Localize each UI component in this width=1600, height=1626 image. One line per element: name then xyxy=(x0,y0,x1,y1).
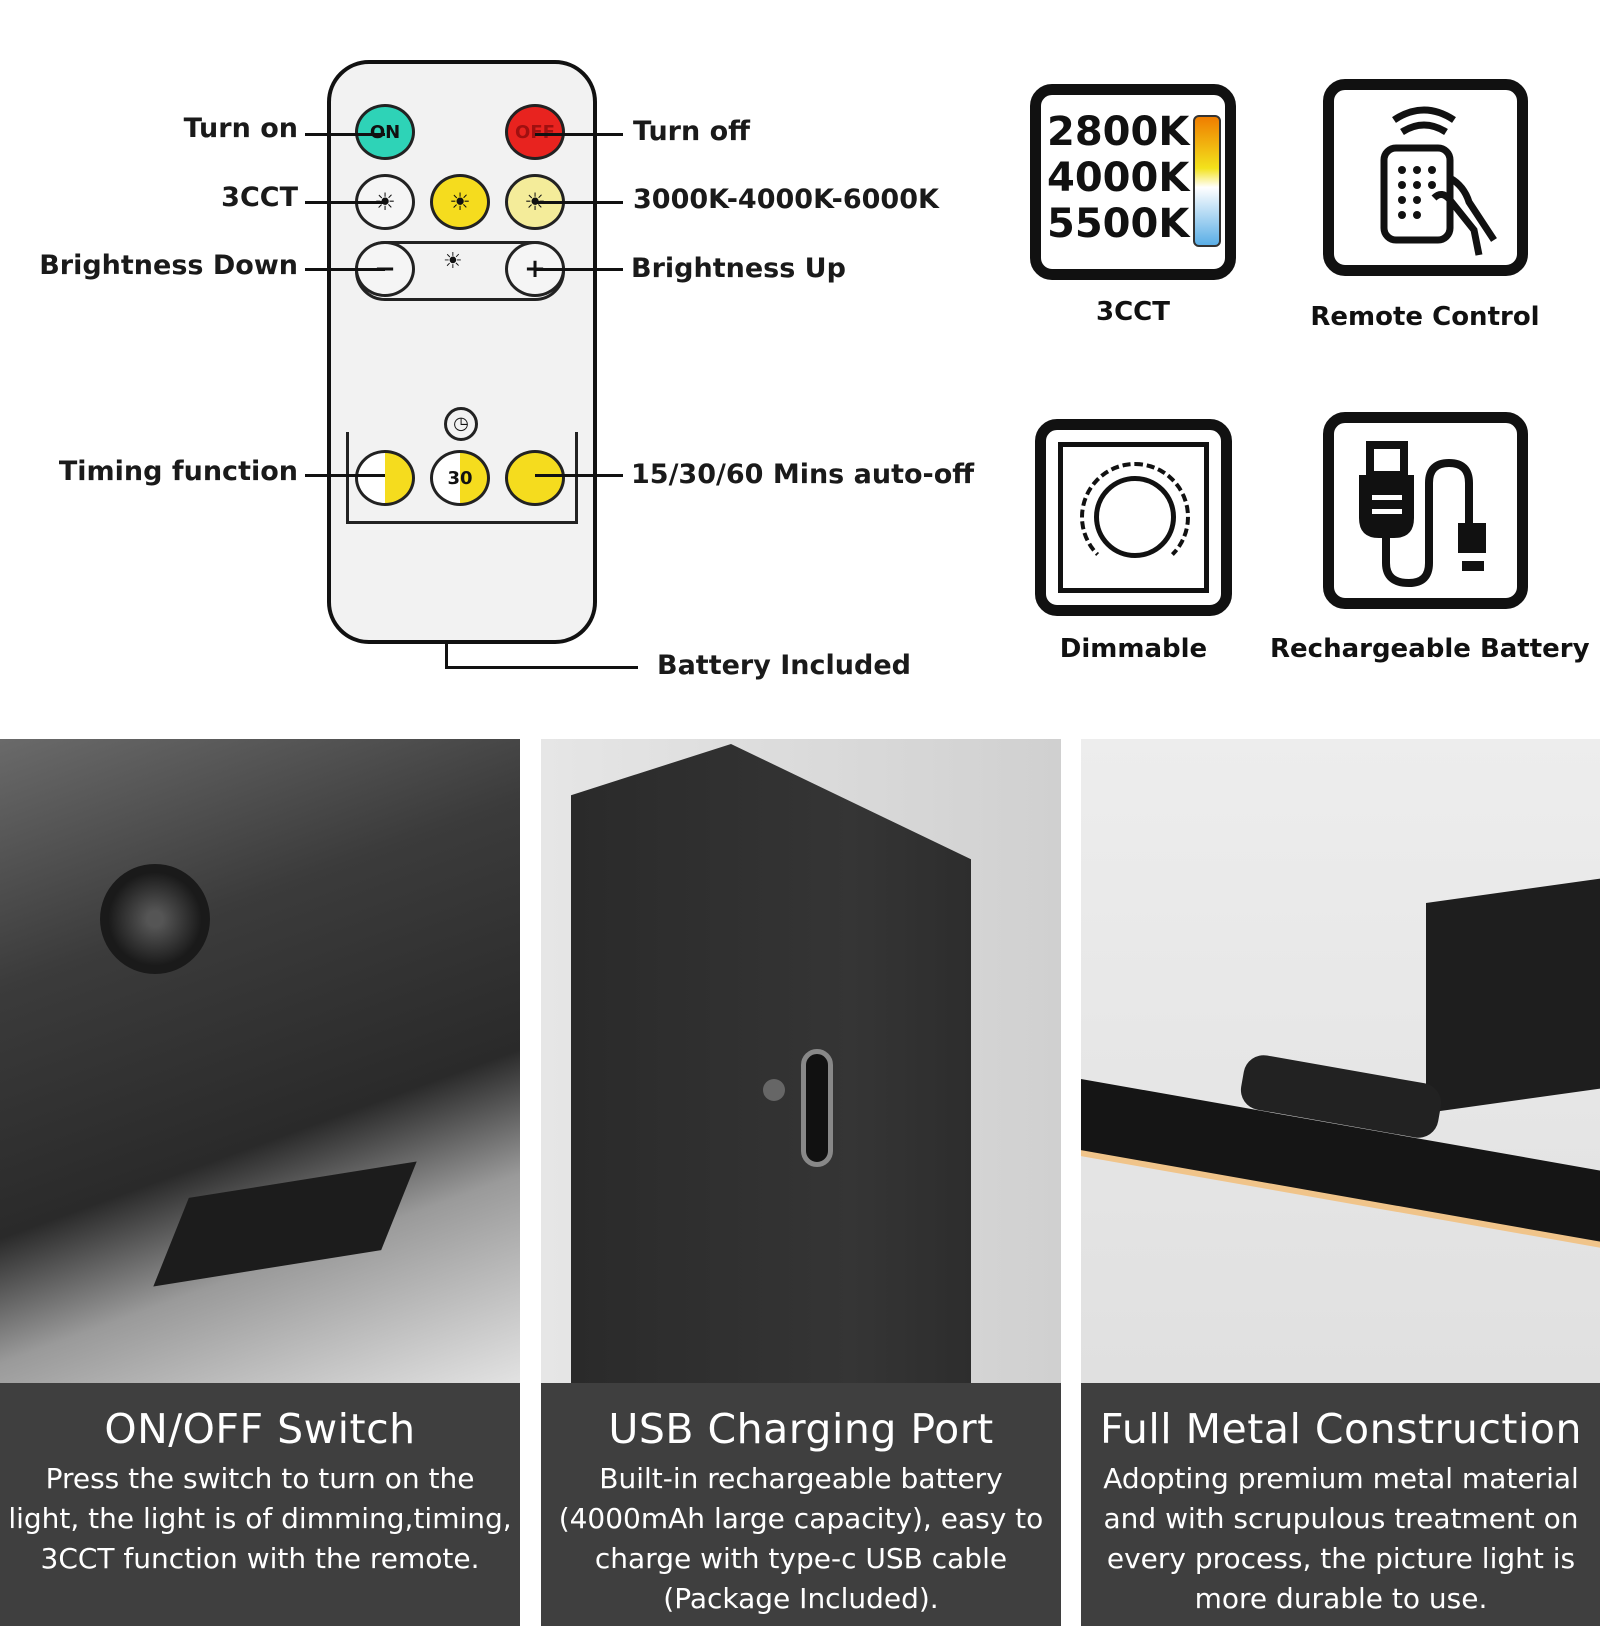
timer-group xyxy=(346,432,578,524)
panel-title: USB Charging Port xyxy=(608,1405,994,1453)
panel-on-off-switch: ON/OFF Switch Press the switch to turn o… xyxy=(0,739,520,1626)
temperature-gradient-bar xyxy=(1193,115,1221,247)
caption-band: Full Metal Construction Adopting premium… xyxy=(1081,1383,1600,1626)
off-label: OFF xyxy=(515,121,555,143)
hand-remote-icon xyxy=(1323,79,1528,276)
cct-value: 5500K xyxy=(1047,201,1190,247)
label-turn-on: Turn on xyxy=(183,113,298,144)
dial-frame xyxy=(1058,442,1209,593)
arm-mount xyxy=(100,864,210,974)
timer-15-button xyxy=(355,450,415,506)
wall-bracket xyxy=(1426,874,1600,1114)
usb-cable-icon xyxy=(1323,412,1528,609)
label-turn-off: Turn off xyxy=(633,116,751,147)
leader-line xyxy=(535,268,623,271)
panel-text: Built-in rechargeable battery (4000mAh l… xyxy=(558,1462,1044,1615)
caption-band: ON/OFF Switch Press the switch to turn o… xyxy=(0,1383,520,1626)
label-timing: Timing function xyxy=(58,456,298,487)
clock-icon: ◷ xyxy=(444,407,478,441)
label-brightness-down: Brightness Down xyxy=(39,250,298,281)
feature-caption: 3CCT xyxy=(1096,297,1170,327)
indicator-led xyxy=(763,1079,785,1101)
metal-photo xyxy=(1081,739,1600,1383)
on-label: ON xyxy=(369,121,401,143)
panel-full-metal-construction: Full Metal Construction Adopting premium… xyxy=(1081,739,1600,1626)
leader-line xyxy=(535,201,623,204)
panel-text: Adopting premium metal material and with… xyxy=(1103,1462,1579,1615)
usb-cable-svg xyxy=(1359,441,1486,588)
cct-value: 2800K xyxy=(1047,109,1190,155)
switch-photo xyxy=(0,739,520,1383)
dial-ticks xyxy=(1080,462,1190,572)
leader-line xyxy=(535,474,623,477)
timer-30-button: 30 xyxy=(430,450,490,506)
panel-title: ON/OFF Switch xyxy=(104,1405,416,1453)
caption-band: USB Charging Port Built-in rechargeable … xyxy=(541,1383,1061,1626)
panel-text: Press the switch to turn on the light, t… xyxy=(8,1462,512,1575)
label-battery: Battery Included xyxy=(657,650,911,681)
label-3cct: 3CCT xyxy=(221,182,298,213)
feature-caption: Dimmable xyxy=(1059,634,1208,664)
cct-warm-button: ☀ xyxy=(430,174,490,230)
leader-line xyxy=(305,268,385,271)
label-brightness-up: Brightness Up xyxy=(631,253,846,284)
rocker-switch xyxy=(153,1161,417,1287)
timer-30-label: 30 xyxy=(447,467,473,489)
panel-title: Full Metal Construction xyxy=(1100,1405,1582,1453)
on-button: ON xyxy=(355,104,415,160)
label-cct-values: 3000K-4000K-6000K xyxy=(633,184,939,215)
panel-usb-charging-port: USB Charging Port Built-in rechargeable … xyxy=(541,739,1061,1626)
cct-value: 4000K xyxy=(1047,155,1190,201)
color-temperature-icon: 2800K 4000K 5500K xyxy=(1030,84,1236,280)
leader-line xyxy=(535,133,623,136)
battery-box xyxy=(571,744,971,1384)
timer-60-button xyxy=(505,450,565,506)
label-auto-off: 15/30/60 Mins auto-off xyxy=(631,459,975,490)
leader-line xyxy=(305,201,385,204)
off-button: OFF xyxy=(505,104,565,160)
dial-knob-icon xyxy=(1035,419,1232,616)
leader-line xyxy=(305,474,385,477)
remote-control-illustration: ON OFF ☀ ☀ ☀ − ☀ + ◷ 30 xyxy=(327,60,597,644)
leader-line xyxy=(305,133,385,136)
leader-line xyxy=(445,666,638,669)
brightness-icon: ☀ xyxy=(443,249,463,274)
leader-line xyxy=(445,643,448,669)
hand-remote-svg xyxy=(1380,106,1497,256)
usb-c-port xyxy=(801,1049,833,1167)
feature-caption: Rechargeable Battery xyxy=(1270,634,1590,664)
feature-caption: Remote Control xyxy=(1310,302,1540,332)
usb-photo xyxy=(541,739,1061,1384)
